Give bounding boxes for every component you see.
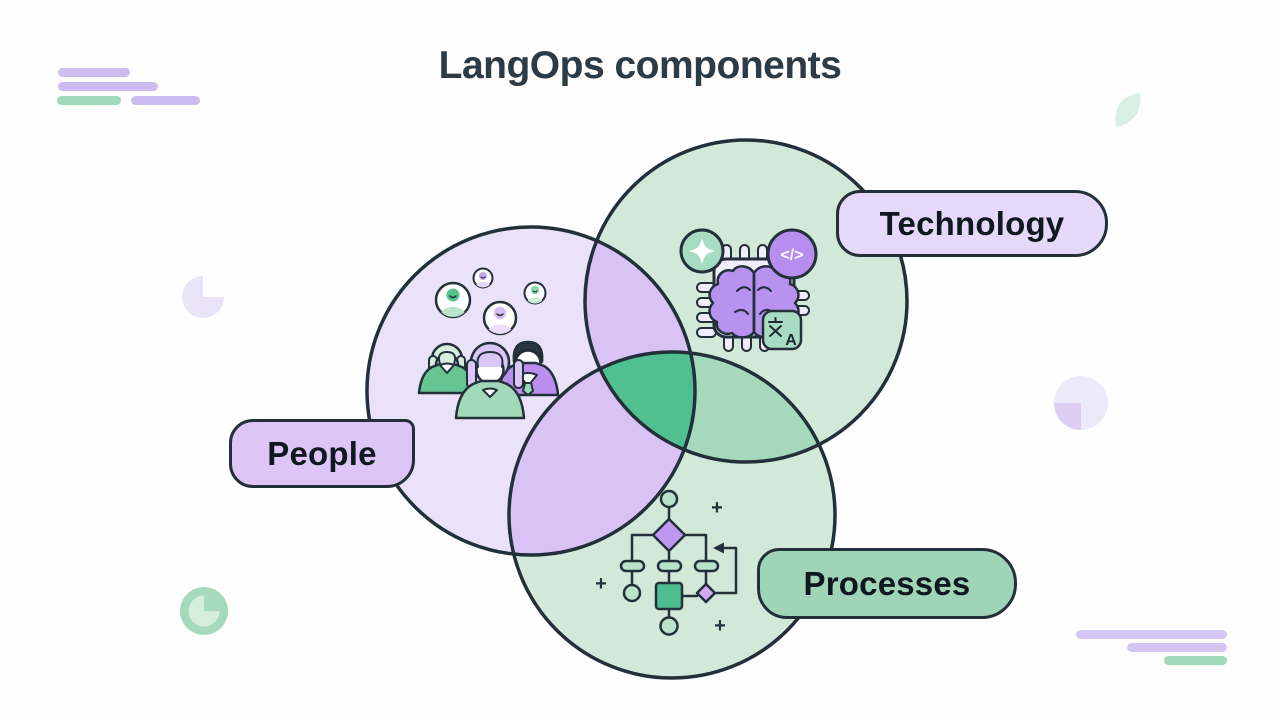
loop-arrowhead (713, 542, 724, 554)
people-label-text: People (267, 434, 377, 472)
translate-icon: A (761, 309, 803, 351)
processes-label-text: Processes (803, 564, 971, 602)
flow-step-node (693, 559, 720, 573)
pie-icon (182, 276, 224, 318)
deco-line-top-left-2 (58, 82, 158, 91)
avatar (482, 300, 518, 336)
pie-icon (1054, 376, 1108, 430)
flow-start-node (659, 489, 679, 509)
flow-step-node (619, 559, 646, 573)
flow-decision-node (651, 517, 687, 553)
venn-circles (365, 138, 909, 680)
code-icon: </> (766, 228, 818, 280)
deco-line-top-left-3 (57, 96, 121, 105)
person-woman-left (417, 342, 477, 395)
flow-step-node (656, 559, 683, 573)
flow-end-node (659, 616, 679, 636)
people-label: People (229, 419, 415, 488)
latin-a-glyph: A (785, 332, 797, 349)
avatar (472, 267, 494, 289)
deco-line-bottom-right-3 (1164, 656, 1227, 665)
deco-line-bottom-right-2 (1127, 643, 1227, 652)
deco-line-bottom-right-1 (1076, 630, 1227, 639)
page-title: LangOps components (438, 44, 842, 87)
avatar (434, 281, 472, 319)
deco-line-top-left-1 (58, 68, 130, 77)
plus-glyph: + (714, 615, 726, 637)
flowchart-connectors (630, 505, 738, 620)
people-group-icon (417, 267, 560, 420)
chinese-character-icon (768, 317, 783, 337)
code-glyph: </> (780, 247, 803, 264)
plus-glyph: + (595, 573, 607, 595)
flowchart-icon: + + + (595, 489, 738, 637)
flow-small-decision-node (695, 582, 717, 604)
deco-line-top-left-4 (131, 96, 200, 105)
avatar (523, 281, 547, 305)
leaf-icon (1115, 93, 1141, 127)
processes-label: Processes (757, 548, 1017, 619)
flow-process-node (654, 581, 684, 611)
plus-glyph: + (711, 497, 723, 519)
flow-end-node (622, 583, 642, 603)
technology-label: Technology (836, 190, 1108, 257)
brain-chip-icon: </> A (679, 228, 818, 352)
technology-label-text: Technology (879, 204, 1065, 242)
person-woman-center (454, 341, 526, 420)
sparkle-icon (679, 228, 725, 274)
pie-icon (180, 587, 228, 635)
